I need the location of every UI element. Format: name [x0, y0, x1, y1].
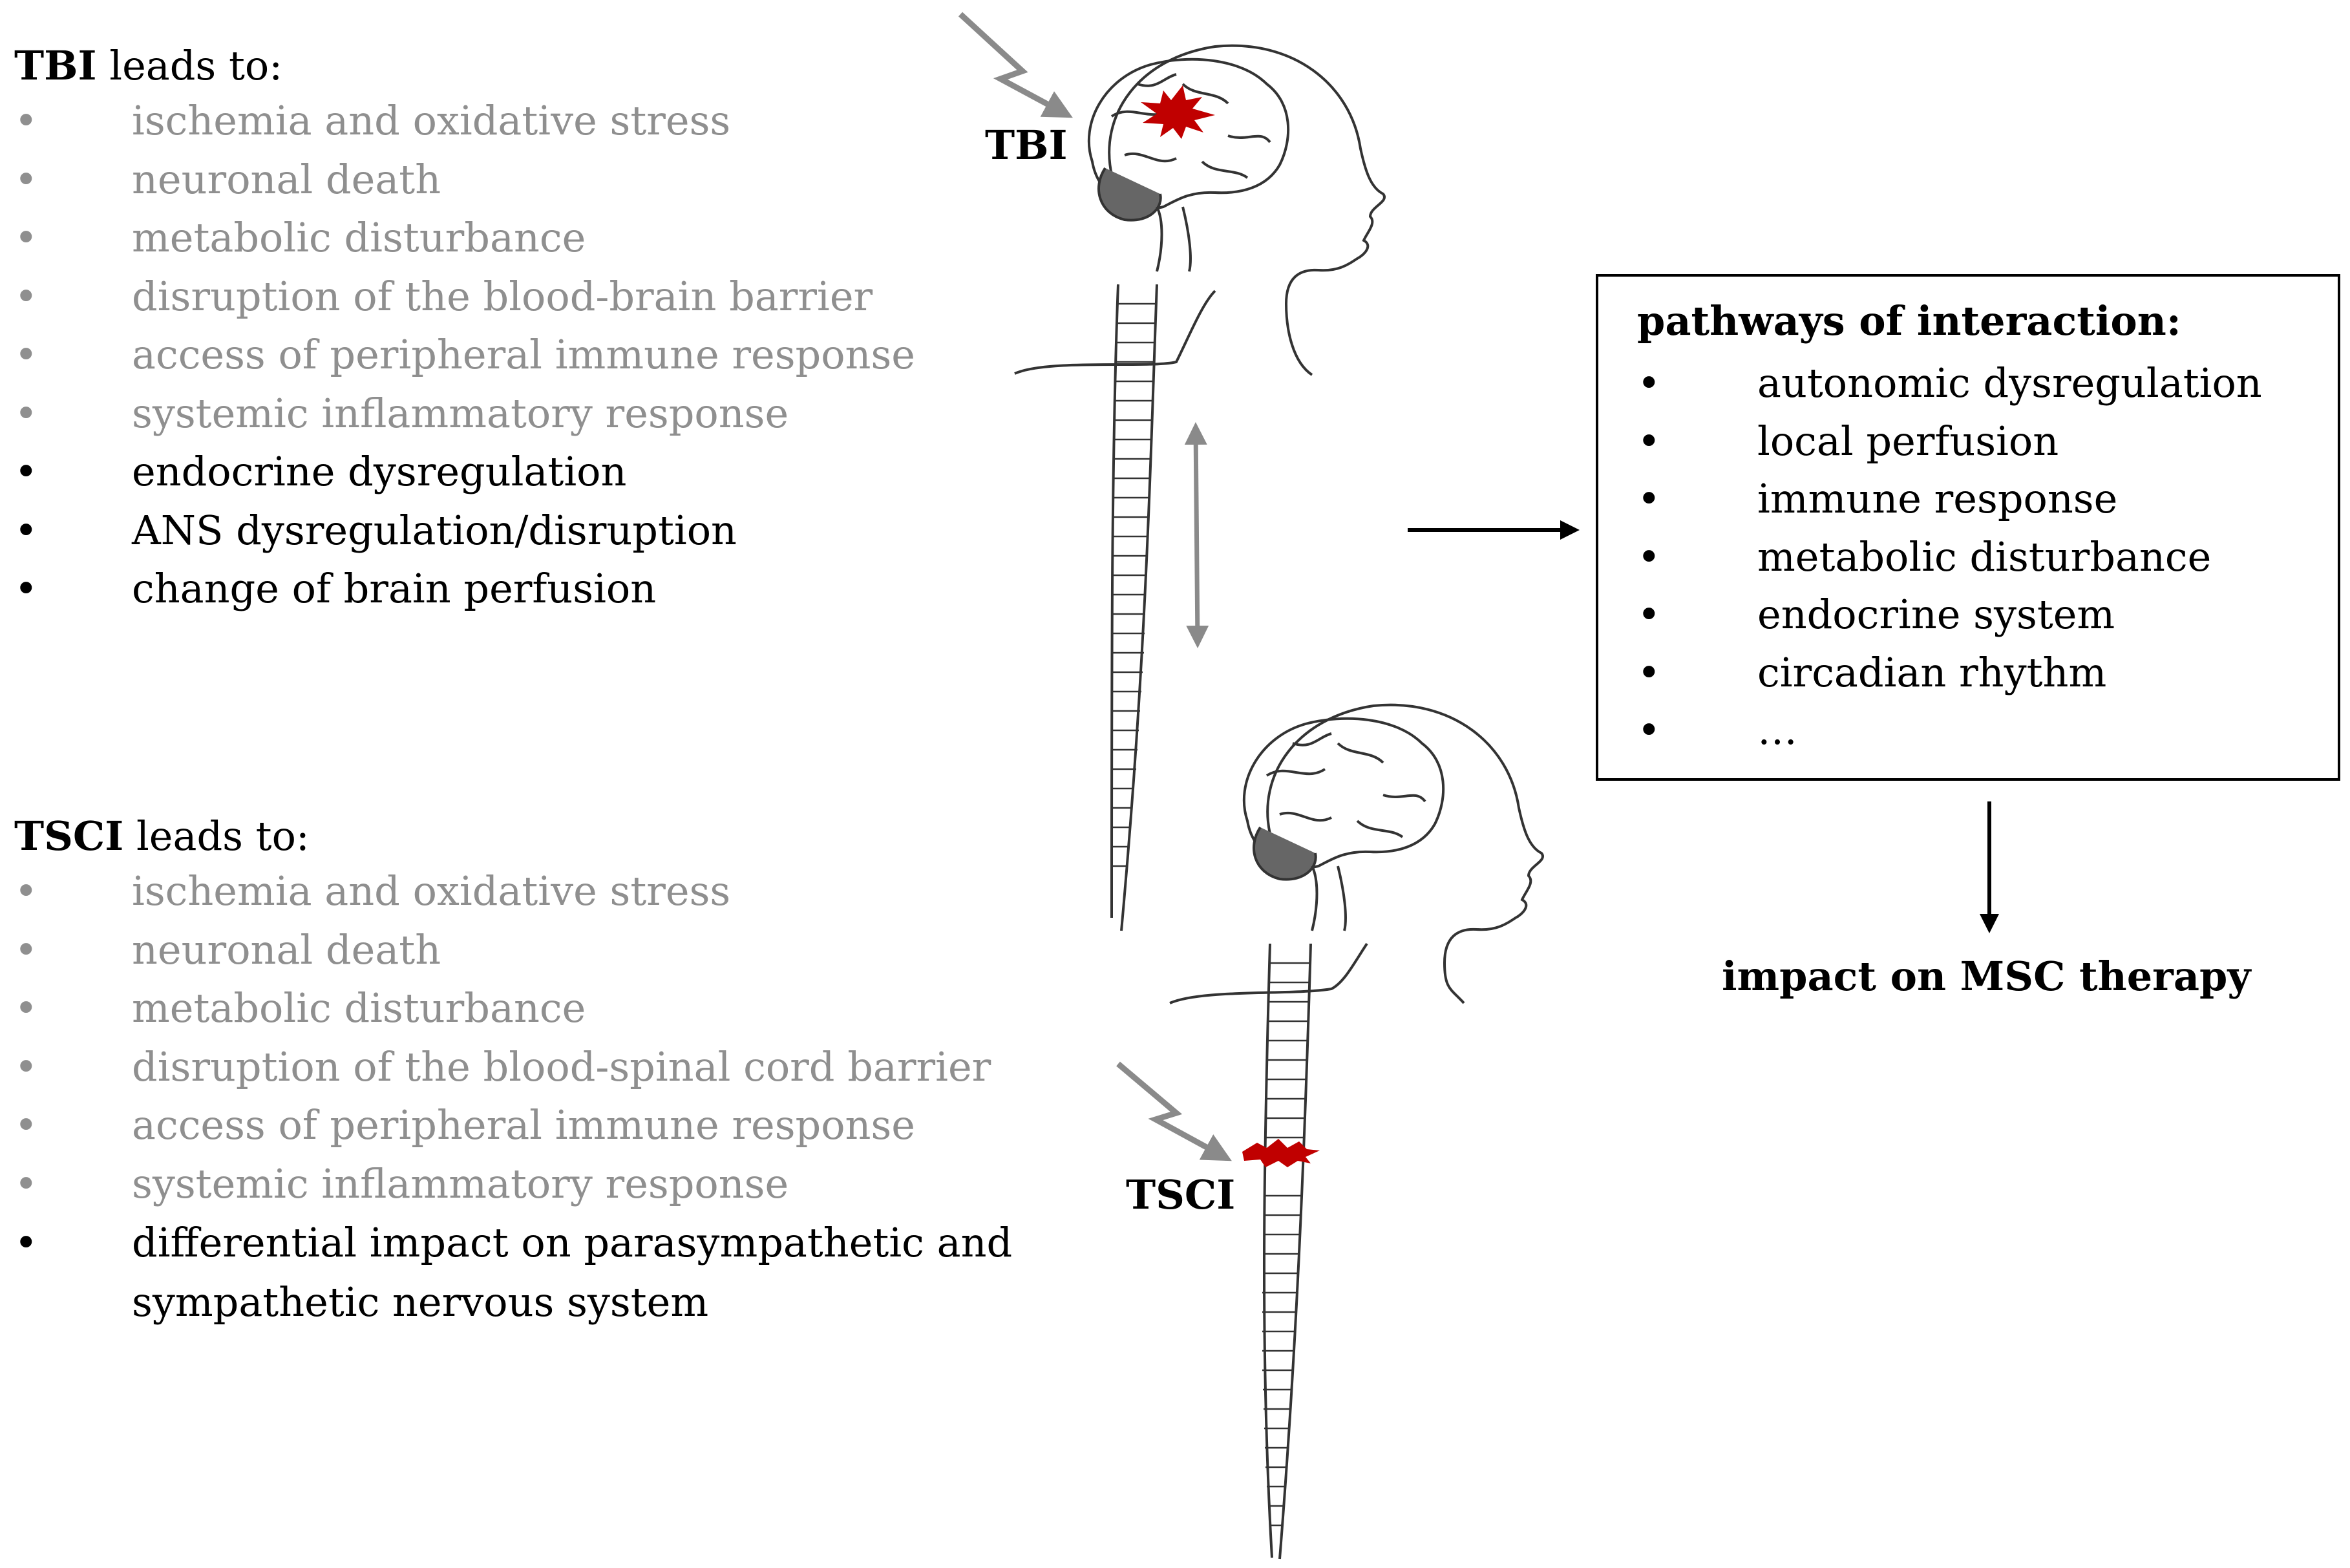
tsci-effects-panel: TSCI leads to: •ischemia and oxidative s…	[14, 810, 1114, 1332]
bullet: •	[14, 984, 38, 1032]
brain-lesion-icon	[1141, 85, 1215, 139]
tsci-effects-list: •ischemia and oxidative stress •neuronal…	[14, 862, 1114, 1332]
list-item: •access of peripheral immune response	[14, 1096, 1114, 1155]
brain-icon	[1087, 58, 1290, 210]
bullet: •	[1637, 533, 1661, 580]
list-item: •access of peripheral immune response	[14, 326, 915, 385]
tsci-figure-label: TSCI	[1126, 1171, 1236, 1218]
tsci-heading-rest: leads to:	[123, 812, 310, 860]
head-profile-icon	[1108, 44, 1386, 376]
bullet: •	[14, 1101, 38, 1149]
bullet: •	[1637, 417, 1661, 465]
spinal-lesion-icon	[1242, 1139, 1320, 1167]
pathways-box: pathways of interaction: •autonomic dysr…	[1596, 274, 2340, 781]
tbi-heading: TBI leads to:	[14, 40, 915, 92]
list-item: •disruption of the blood-brain barrier	[14, 268, 915, 326]
list-item: •neuronal death	[14, 921, 1114, 980]
list-item: •autonomic dysregulation	[1637, 354, 2262, 412]
bullet: •	[14, 1160, 38, 1207]
list-item: •endocrine system	[1637, 586, 2262, 644]
list-item: •immune response	[1637, 470, 2262, 528]
list-item: •systemic inflammatory response	[14, 1155, 1114, 1214]
list-item: •ANS dysregulation/disruption	[14, 502, 915, 560]
bullet: •	[1637, 706, 1661, 754]
list-item: •metabolic disturbance	[14, 209, 915, 268]
list-item: •…	[1637, 701, 2262, 759]
tbi-heading-bold: TBI	[14, 42, 97, 89]
bullet: •	[1637, 591, 1661, 638]
list-item: •neuronal death	[14, 151, 915, 209]
bullet: •	[14, 97, 38, 144]
bullet: •	[14, 1043, 38, 1090]
bullet: •	[14, 155, 38, 203]
bullet: •	[14, 389, 38, 437]
impact-label: impact on MSC therapy	[1722, 953, 2251, 1000]
tsci-vertebrae	[1262, 962, 1309, 1527]
list-item: •local perfusion	[1637, 412, 2262, 471]
lightning-bolt-icon	[1116, 1061, 1232, 1161]
pathways-title: pathways of interaction:	[1637, 297, 2181, 344]
bullet: •	[14, 565, 38, 612]
pathways-list: •autonomic dysregulation •local perfusio…	[1637, 354, 2262, 759]
interaction-double-arrow	[1184, 422, 1209, 648]
list-item: •metabolic disturbance	[1637, 528, 2262, 586]
bullet: •	[1637, 359, 1661, 407]
tbi-vertebrae	[1112, 302, 1156, 867]
list-item: •disruption of the blood-spinal cord bar…	[14, 1038, 1114, 1097]
list-item: •metabolic disturbance	[14, 979, 1114, 1038]
bullet: •	[14, 214, 38, 261]
list-item: •systemic inflammatory response	[14, 385, 915, 443]
tbi-effects-panel: TBI leads to: •ischemia and oxidative st…	[14, 40, 915, 619]
bullet: •	[14, 506, 38, 554]
bullet: •	[14, 272, 38, 320]
bullet: •	[14, 1219, 38, 1266]
tbi-figure	[1014, 44, 1386, 931]
list-item: •ischemia and oxidative stress	[14, 92, 915, 151]
bullet: •	[14, 331, 38, 378]
list-item: •ischemia and oxidative stress	[14, 862, 1114, 921]
tbi-effects-list: •ischemia and oxidative stress •neuronal…	[14, 92, 915, 619]
lightning-bolt-icon	[958, 12, 1073, 118]
tsci-figure	[1169, 703, 1545, 1560]
bullet: •	[14, 448, 38, 495]
bullet: •	[1637, 475, 1661, 522]
tsci-heading-bold: TSCI	[14, 812, 124, 860]
bullet: •	[14, 867, 38, 915]
tbi-figure-label: TBI	[985, 122, 1068, 169]
bullet: •	[14, 926, 38, 973]
brain-icon	[1242, 717, 1445, 869]
head-profile-icon	[1266, 703, 1545, 1004]
bullet: •	[1637, 648, 1661, 696]
tsci-spinal-cord	[1262, 943, 1312, 1560]
tbi-spinal-cord	[1110, 284, 1158, 931]
tsci-heading: TSCI leads to:	[14, 810, 1114, 862]
list-item: •endocrine dysregulation	[14, 443, 915, 502]
tbi-heading-rest: leads to:	[96, 42, 283, 89]
list-item: •change of brain perfusion	[14, 560, 915, 619]
list-item: •differential impact on parasympathetic …	[14, 1213, 1114, 1332]
list-item: •circadian rhythm	[1637, 644, 2262, 702]
